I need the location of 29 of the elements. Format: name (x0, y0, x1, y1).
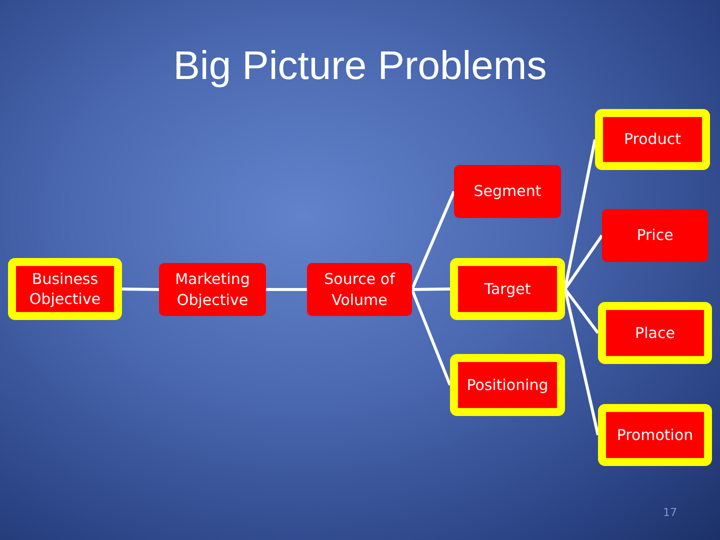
highlighted-box (598, 404, 712, 466)
connector-line (412, 288, 450, 291)
connector-line (122, 288, 160, 291)
connector-line (564, 234, 604, 290)
process-box (159, 263, 266, 316)
slide-title: Big Picture Problems (172, 44, 548, 89)
highlighted-box (450, 258, 565, 320)
connector-line (410, 288, 452, 386)
box-label: Marketing Objective (174, 269, 251, 310)
box-label: Place (635, 322, 675, 344)
box-label: Product (624, 129, 681, 150)
box-label: Positioning (466, 374, 548, 396)
highlighted-box (598, 302, 712, 364)
box-label: Business Objective (28, 268, 102, 310)
highlighted-box (595, 109, 710, 170)
process-box (454, 165, 561, 218)
connector-line (410, 190, 456, 290)
connector-line (564, 288, 600, 334)
highlighted-box (450, 354, 565, 416)
connector-line (266, 288, 307, 291)
box-label: Source of Volume (323, 269, 396, 310)
box-label: Target (484, 278, 531, 300)
process-box (307, 263, 412, 316)
box-label: Promotion (616, 424, 694, 446)
box-label: Segment (474, 181, 542, 202)
highlighted-box (8, 258, 122, 320)
box-label: Price (636, 225, 674, 246)
page-number: 17 (662, 506, 678, 519)
process-box (602, 209, 708, 262)
